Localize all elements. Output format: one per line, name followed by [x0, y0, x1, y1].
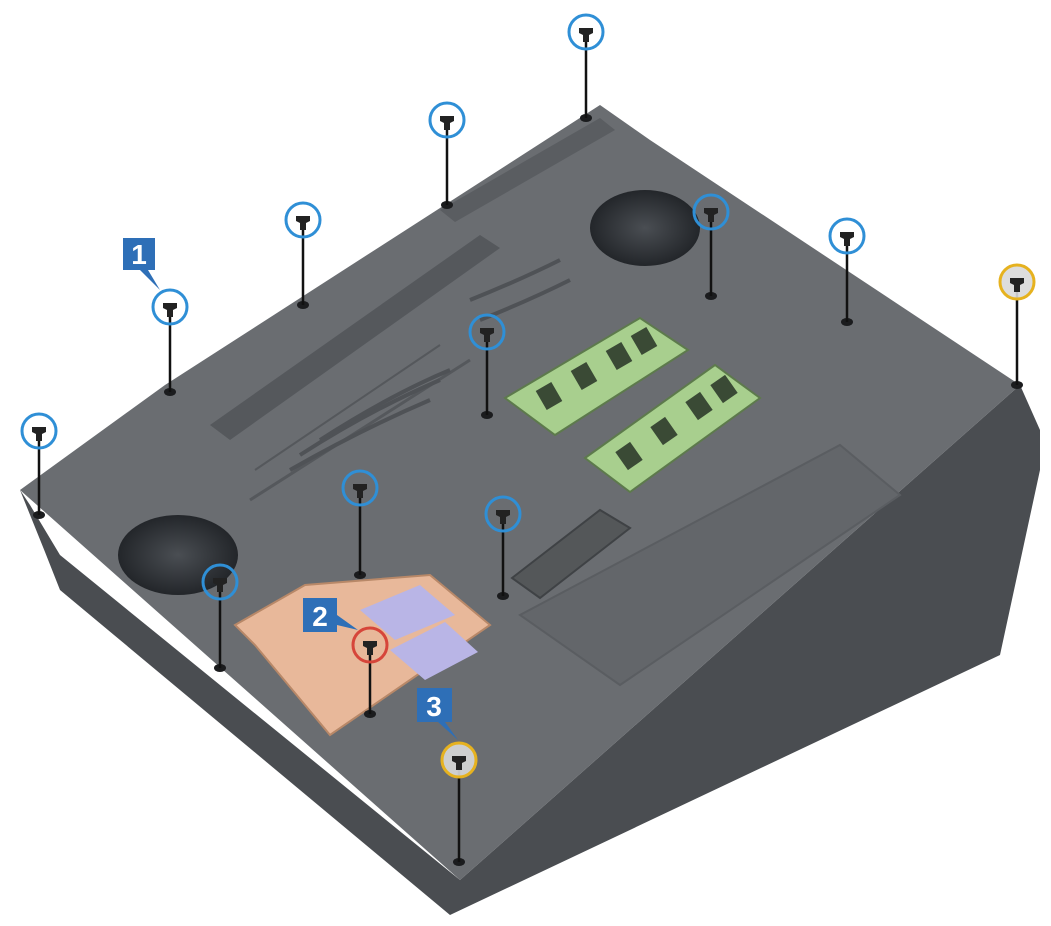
callout-2: 2 — [303, 598, 358, 632]
callout-1-label: 1 — [131, 239, 147, 270]
screw-icon — [341, 469, 379, 579]
screw-icon — [351, 626, 389, 718]
callout-1: 1 — [123, 238, 160, 290]
fan-left — [118, 515, 238, 595]
screw-icon — [692, 193, 730, 300]
memory-module-1 — [503, 316, 690, 437]
screw-icon — [151, 288, 189, 396]
wireless-card — [510, 508, 632, 600]
screw-icon — [440, 741, 478, 866]
callout-3: 3 — [417, 688, 458, 740]
ribbon-cables — [360, 585, 478, 680]
bottom-panel — [518, 443, 902, 687]
screw-icon — [201, 563, 239, 672]
screw-icon — [484, 495, 522, 600]
fan-right — [590, 190, 700, 266]
screw-icon — [468, 313, 506, 419]
chassis-top — [20, 105, 1020, 880]
screw-group — [20, 13, 1036, 866]
callout-2-label: 2 — [312, 601, 328, 632]
screw-icon — [428, 101, 466, 209]
memory-module-2 — [583, 363, 762, 494]
screw-icon — [998, 263, 1036, 389]
screw-icon — [20, 412, 58, 519]
screw-icon — [284, 201, 322, 309]
chassis-side — [20, 385, 1040, 915]
screw-icon — [567, 13, 605, 122]
callout-3-label: 3 — [426, 691, 442, 722]
screw-icon — [828, 217, 866, 326]
